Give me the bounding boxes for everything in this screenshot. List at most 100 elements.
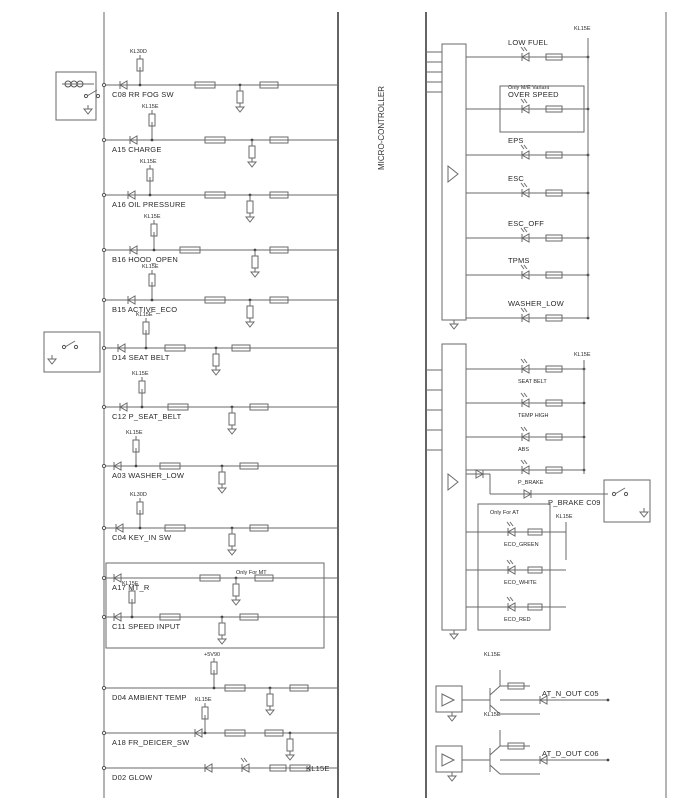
terminal: [101, 345, 107, 351]
ground-symbol: [244, 318, 256, 328]
led-row-eps: EPS: [466, 136, 590, 160]
switch-box: [55, 71, 97, 121]
led-arrows: [506, 521, 514, 527]
led-label: SEAT BELT: [518, 379, 547, 385]
resistor: [545, 399, 563, 407]
ground-symbol: [210, 366, 222, 376]
resistor: [159, 613, 181, 621]
led-arrows: [520, 358, 528, 364]
input-label: D04 AMBIENT TEMP: [112, 693, 187, 702]
resistor: [269, 246, 289, 254]
resistor: [224, 729, 246, 737]
diode: [126, 295, 136, 305]
led-label: WASHER_LOW: [508, 299, 565, 308]
resistor: [231, 344, 251, 352]
resistor: [204, 136, 226, 144]
resistor: [239, 613, 259, 621]
led-arrows: [520, 46, 528, 52]
ic-buffer: [447, 164, 459, 184]
resistor: [259, 81, 279, 89]
driver-buffer: [441, 753, 456, 767]
ground-symbol: [216, 484, 228, 494]
led-diode: [506, 527, 516, 537]
resistor: [248, 145, 256, 159]
diode: [114, 523, 124, 533]
led-label: EPS: [508, 136, 524, 145]
terminal: [101, 297, 107, 303]
top-rail-label: KL15E: [574, 26, 591, 32]
diode: [128, 245, 138, 255]
resistor: [545, 151, 563, 159]
terminal: [101, 247, 107, 253]
resistor: [167, 403, 189, 411]
led-arrows: [520, 426, 528, 432]
led-arrows: [520, 98, 528, 104]
led-row-seat-belt: SEAT BELT: [466, 358, 586, 385]
ground-symbol: [638, 508, 650, 518]
led-note: Only M/E Variant: [508, 85, 550, 91]
terminal: [101, 463, 107, 469]
resistor: [179, 246, 201, 254]
left-switch-seatbelt: [43, 331, 101, 373]
led-row-esc: ESC: [466, 174, 590, 198]
p-brake-input: P_BRAKE C09: [466, 469, 651, 523]
resistor: [527, 566, 543, 574]
pull-label: KL15E: [132, 371, 149, 377]
pull-label: KL15E: [195, 697, 212, 703]
led-arrows: [520, 459, 528, 465]
junction-dot: [138, 83, 142, 87]
junction-dot: [212, 686, 216, 690]
input-label: A15 CHARGE: [112, 145, 162, 154]
output-label: AT_N_OUT C05: [542, 689, 599, 698]
terminal: [101, 685, 107, 691]
resistor: [218, 622, 226, 636]
diode: [112, 461, 122, 471]
resistor: [545, 271, 563, 279]
input-label: B16 HOOD_OPEN: [112, 255, 178, 264]
ground-symbol: [448, 320, 460, 330]
terminal: [73, 344, 79, 350]
led-diode: [520, 432, 530, 442]
led-arrows: [520, 392, 528, 398]
mid-rail: KL15E: [574, 352, 591, 474]
led-diode: [520, 52, 530, 62]
resistor: [224, 684, 246, 692]
led-row-tpms: TPMS: [466, 256, 590, 280]
output-label: AT_D_OUT C06: [542, 749, 599, 758]
ground-symbol: [264, 706, 276, 716]
output-pull: KL15E: [484, 652, 501, 658]
resistor: [289, 684, 309, 692]
led-row-low-fuel: LOW FUEL: [466, 38, 590, 62]
resistor: [545, 53, 563, 61]
resistor: [545, 365, 563, 373]
ground-symbol: [249, 268, 261, 278]
led-label: TEMP HIGH: [518, 413, 548, 419]
resistor: [212, 353, 220, 367]
pull-label: KL15E: [122, 581, 139, 587]
input-label: C11 SPEED INPUT: [112, 622, 181, 631]
junction-dot: [152, 248, 156, 252]
pull-label: KL15E: [140, 159, 157, 165]
resistor: [159, 462, 181, 470]
resistor: [164, 344, 186, 352]
led-label: TPMS: [508, 256, 530, 265]
terminal: [101, 192, 107, 198]
pull-label: KL15E: [136, 312, 153, 318]
input-row-c11: KL15E C11 SPEED INPUT: [101, 581, 338, 645]
eco-led-label: ECO_GREEN: [504, 542, 539, 548]
diode: [118, 80, 128, 90]
output-at-n-out: KL15E AT_N_OUT C05: [435, 652, 610, 722]
input-label: D02 GLOW: [112, 773, 153, 782]
led-label: ESC_OFF: [508, 219, 544, 228]
driver-box: [435, 745, 463, 773]
resistor: [228, 412, 236, 426]
led-label: ABS: [518, 447, 529, 453]
